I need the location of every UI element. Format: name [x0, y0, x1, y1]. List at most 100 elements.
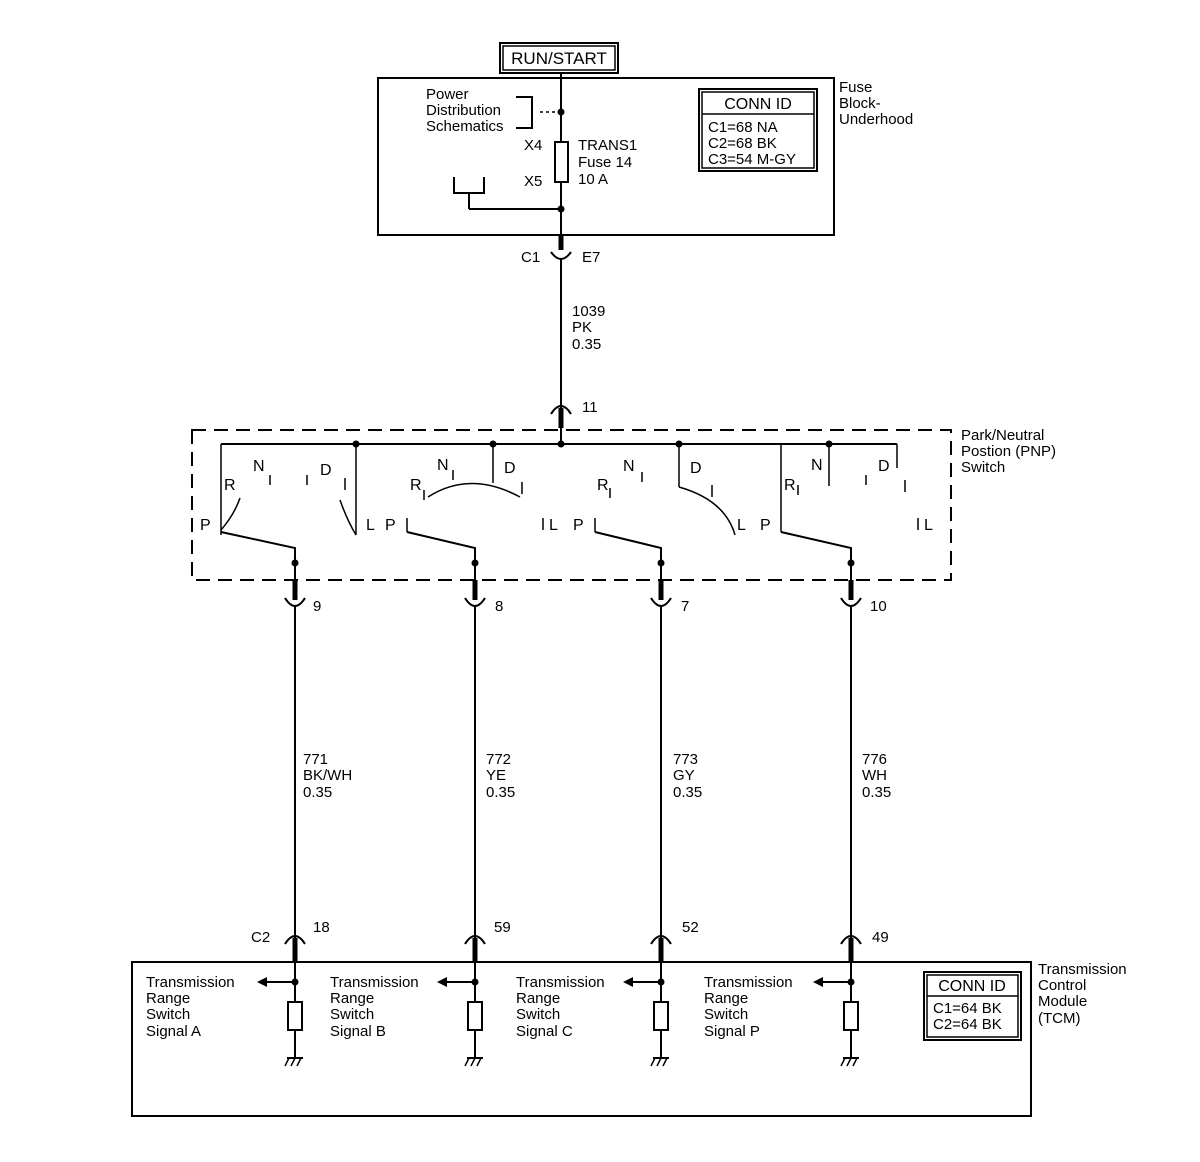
circuit-771-gauge: 0.35: [303, 784, 332, 801]
tcm-name-4: (TCM): [1038, 1010, 1080, 1027]
fuse-label-1: TRANS1: [578, 137, 637, 154]
feed-wire-circuit: 1039: [572, 303, 605, 320]
ground-icon: [650, 1057, 669, 1067]
circuit-773-gauge: 0.35: [673, 784, 702, 801]
pos-p-4: P: [760, 517, 771, 534]
circuit-776: 10 776 WH 0.35 49: [840, 559, 891, 962]
circuit-771-color: BK/WH: [303, 767, 352, 784]
fuse-block-box: [377, 77, 835, 236]
switch-input-pin: 11: [582, 399, 598, 416]
pos-d-3: D: [690, 460, 702, 477]
connector-e7-label: E7: [582, 249, 600, 266]
circuit-776-number: 776: [862, 751, 887, 768]
fuse-conn-row-1: C1=68 NA: [708, 119, 778, 136]
resistor-icon: [653, 1001, 669, 1031]
power-source-label: RUN/START: [511, 49, 607, 68]
circuit-771: 9 771 BK/WH 0.35 C2 18: [251, 559, 352, 962]
fuse-block-name-3: Underhood: [839, 111, 913, 128]
resistor-icon: [467, 1001, 483, 1031]
pnp-switch-box: [191, 429, 952, 581]
tcm-input-a: Transmission Range Switch Signal A: [146, 962, 303, 1067]
power-source-box: RUN/START: [499, 42, 619, 74]
switch-pin-8: 8: [495, 598, 503, 615]
switch-pin-9: 9: [313, 598, 321, 615]
tcm-connector-label: C2: [251, 929, 270, 946]
fuse-label-2: Fuse 14: [578, 154, 632, 171]
circuit-771-number: 771: [303, 751, 328, 768]
tcm-conn-id-table: CONN ID C1=64 BK C2=64 BK: [923, 971, 1022, 1041]
tcm-pin-52: 52: [682, 919, 699, 936]
switch-name-1: Park/Neutral: [961, 427, 1044, 444]
tcm-conn-row-2: C2=64 BK: [933, 1016, 1002, 1033]
switch-section-b: P R N D L: [385, 444, 558, 562]
connector-pin-11: 11: [550, 399, 598, 428]
fuse-conn-id-table: CONN ID C1=68 NA C2=68 BK C3=54 M-GY: [698, 88, 818, 172]
tcm-name-2: Control: [1038, 977, 1086, 994]
fuse-label-3: 10 A: [578, 171, 608, 188]
feed-wire-color: PK: [572, 319, 592, 336]
feed-wire-gauge: 0.35: [572, 336, 601, 353]
fuse-block-name-2: Block-: [839, 95, 881, 112]
tcm-box: [131, 961, 1032, 1117]
signal-p-line-2: Range: [704, 990, 748, 1007]
signal-a-line-1: Transmission: [146, 974, 235, 991]
circuit-773: 7 773 GY 0.35 52: [650, 559, 702, 962]
feed-label-2: Distribution: [426, 102, 501, 119]
ground-icon: [840, 1057, 859, 1067]
pos-l-4: L: [924, 517, 933, 534]
arrow-left-icon: [623, 977, 633, 987]
circuit-773-number: 773: [673, 751, 698, 768]
fuse-conn-row-3: C3=54 M-GY: [708, 151, 796, 168]
fuse-conn-id-title: CONN ID: [724, 96, 792, 113]
power-distribution-bracket: [516, 96, 533, 129]
tcm-name-1: Transmission: [1038, 961, 1127, 978]
signal-c-line-4: Signal C: [516, 1023, 573, 1040]
switch-section-a: P R N D L: [200, 444, 375, 562]
pos-n-2: N: [437, 457, 449, 474]
feed-label-3: Schematics: [426, 118, 504, 135]
fuse-trans1-icon: [554, 141, 569, 183]
pos-p-2: P: [385, 517, 396, 534]
switch-name-2: Postion (PNP): [961, 443, 1056, 460]
arrow-left-icon: [257, 977, 267, 987]
signal-b-line-1: Transmission: [330, 974, 419, 991]
signal-a-line-4: Signal A: [146, 1023, 201, 1040]
signal-b-line-2: Range: [330, 990, 374, 1007]
pos-n-3: N: [623, 458, 635, 475]
signal-c-line-3: Switch: [516, 1006, 560, 1023]
tcm-input-c: Transmission Range Switch Signal C: [516, 962, 669, 1067]
circuit-776-color: WH: [862, 767, 887, 784]
tcm-conn-row-1: C1=64 BK: [933, 1000, 1002, 1017]
fuse-conn-row-2: C2=68 BK: [708, 135, 777, 152]
signal-p-line-3: Switch: [704, 1006, 748, 1023]
pos-d-1: D: [320, 462, 332, 479]
pos-l-3: L: [737, 517, 746, 534]
circuit-772-number: 772: [486, 751, 511, 768]
tcm-input-b: Transmission Range Switch Signal B: [330, 962, 483, 1067]
tcm-pin-49: 49: [872, 929, 889, 946]
pos-p-1: P: [200, 517, 211, 534]
signal-a-line-2: Range: [146, 990, 190, 1007]
tcm-pin-18: 18: [313, 919, 330, 936]
circuit-772: 8 772 YE 0.35 59: [464, 559, 515, 962]
signal-p-line-1: Transmission: [704, 974, 793, 991]
circuit-772-gauge: 0.35: [486, 784, 515, 801]
switch-pin-10: 10: [870, 598, 887, 615]
fuse-block-name-1: Fuse: [839, 79, 872, 96]
signal-b-line-3: Switch: [330, 1006, 374, 1023]
switch-name-3: Switch: [961, 459, 1005, 476]
ground-icon: [464, 1057, 483, 1067]
resistor-icon: [843, 1001, 859, 1031]
pos-r-2: R: [410, 477, 422, 494]
pos-r-3: R: [597, 477, 609, 494]
bus-bracket-icon: [453, 177, 485, 194]
signal-b-line-4: Signal B: [330, 1023, 386, 1040]
tcm-name-3: Module: [1038, 993, 1087, 1010]
pos-d-2: D: [504, 460, 516, 477]
tcm-pin-59: 59: [494, 919, 511, 936]
signal-p-line-4: Signal P: [704, 1023, 760, 1040]
switch-section-p: P R N D L: [760, 444, 933, 562]
switch-pin-7: 7: [681, 598, 689, 615]
tcm-input-p: Transmission Range Switch Signal P: [704, 962, 859, 1067]
